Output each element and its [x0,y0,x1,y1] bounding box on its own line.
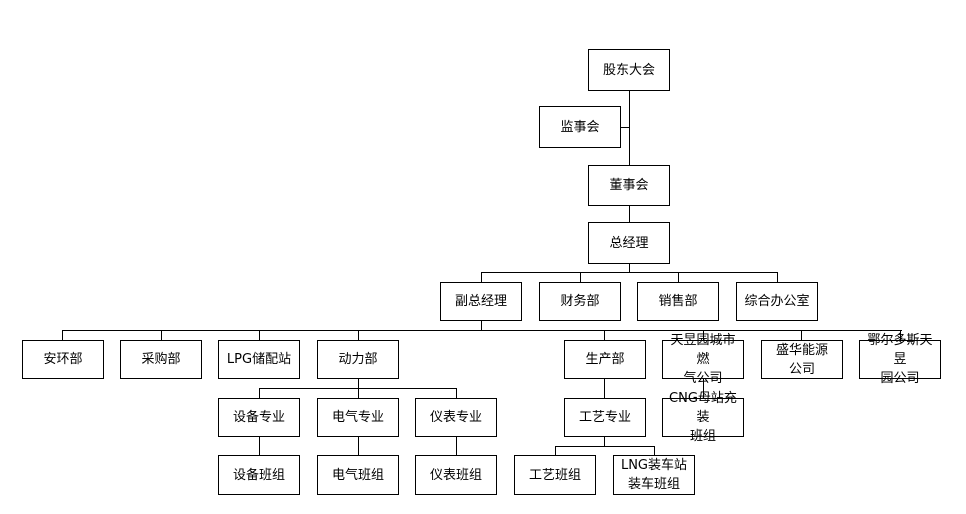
connector-instrument [456,388,457,398]
connector-lpg [259,330,260,340]
connector-gm-down [629,264,630,272]
connector-process-team [555,446,556,455]
connector-process-bar [555,446,654,447]
connector-level2-bar [481,272,777,273]
connector-equipment [259,388,260,398]
connector-power-down [358,379,359,388]
node-instrument-major: 仪表专业 [415,398,497,437]
node-equipment-team: 设备班组 [218,455,300,495]
node-safety-env: 安环部 [22,340,104,379]
connector-supervisory-link [621,127,629,128]
node-general-manager: 总经理 [588,222,670,264]
connector-process-down [604,437,605,446]
node-finance: 财务部 [539,282,621,321]
node-equipment-major: 设备专业 [218,398,300,437]
connector-deputy [481,272,482,282]
connector-instrument-team [456,437,457,455]
connector-deputy-down [481,321,482,330]
node-electrical-team: 电气班组 [317,455,399,495]
node-production: 生产部 [564,340,646,379]
node-instrument-team: 仪表班组 [415,455,497,495]
connector-electrical-team [358,437,359,455]
node-tianyu-gas: 天昱园城市燃 气公司 [662,333,744,386]
node-shareholders: 股东大会 [588,49,670,91]
node-process-team: 工艺班组 [514,455,596,495]
connector-level3-bar [62,330,902,331]
connector-electrical [358,388,359,398]
connector-board-gm [629,206,630,222]
node-cng-team: CNG母站充装 班组 [662,391,744,444]
node-lpg-station: LPG储配站 [218,340,300,379]
connector-procurement [161,330,162,340]
node-deputy-gm: 副总经理 [440,282,522,321]
connector-production-process [604,379,605,398]
node-shenghua-energy: 盛华能源 公司 [761,340,843,379]
connector-sales [678,272,679,282]
node-lng-team: LNG装车站 装车班组 [613,455,695,495]
connector-tianyu [703,330,704,340]
connector-office [777,272,778,282]
node-sales: 销售部 [637,282,719,321]
node-board: 董事会 [588,165,670,206]
connector-ordos [900,330,901,340]
node-supervisory-board: 监事会 [539,106,621,148]
connector-finance [580,272,581,282]
connector-production [604,330,605,340]
node-general-office: 综合办公室 [736,282,818,321]
connector-trunk [629,91,630,165]
connector-power [358,330,359,340]
connector-supervisory [629,127,630,128]
node-process-major: 工艺专业 [564,398,646,437]
node-procurement: 采购部 [120,340,202,379]
node-power-dept: 动力部 [317,340,399,379]
connector-safety [62,330,63,340]
node-ordos-tianyu: 鄂尔多斯天昱 园公司 [859,333,941,386]
connector-tianyu-cng [703,379,704,398]
node-electrical-major: 电气专业 [317,398,399,437]
connector-equipment-team [259,437,260,455]
connector-shenghua [801,330,802,340]
connector-lng-team [654,446,655,455]
